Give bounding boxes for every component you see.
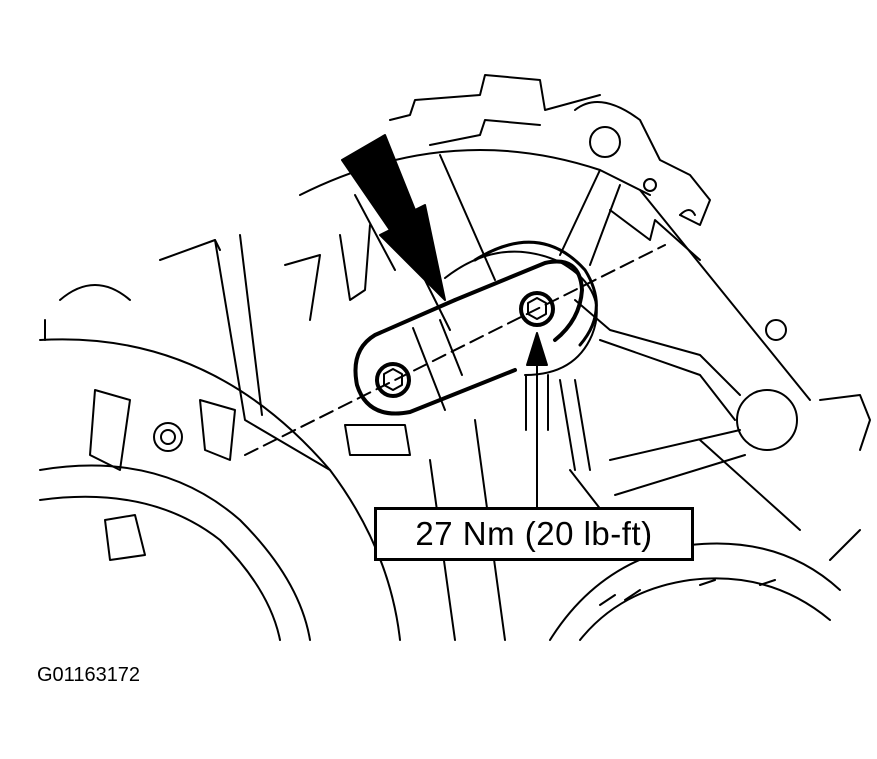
- center-line: [244, 244, 666, 456]
- left-pulley: [39, 284, 401, 641]
- upper-bolt: [519, 291, 555, 327]
- leader-arrow-icon: [525, 332, 549, 509]
- upper-right-features: [574, 101, 871, 451]
- small-block: [344, 424, 411, 456]
- bracket-link: [353, 240, 598, 416]
- lower-bolt: [375, 362, 411, 398]
- pointer-arrow-icon: [341, 134, 446, 301]
- torque-callout: 27 Nm (20 lb-ft): [374, 507, 694, 561]
- figure-id: G01163172: [37, 664, 141, 686]
- torque-label: 27 Nm (20 lb-ft): [415, 515, 653, 552]
- tensioner-ball: [736, 389, 798, 451]
